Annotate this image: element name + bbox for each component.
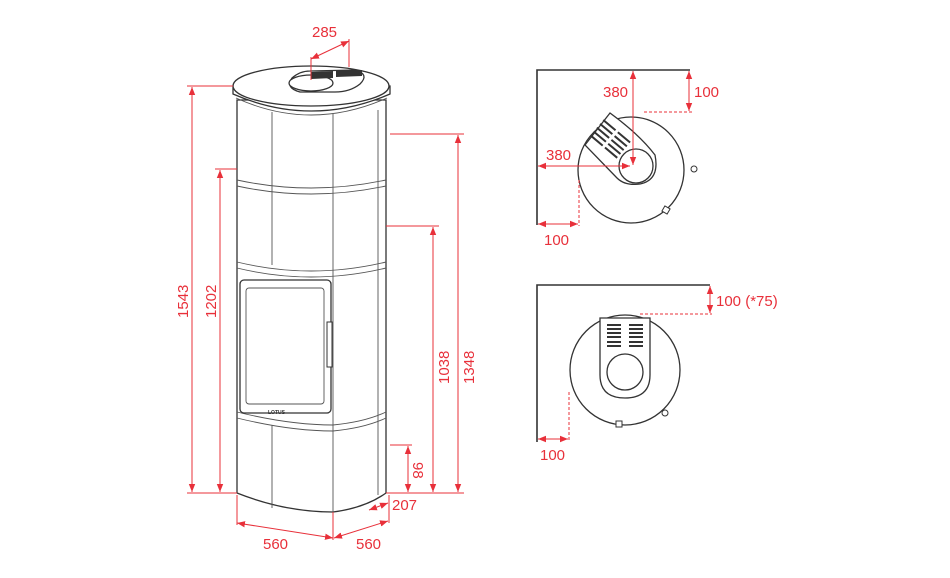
dim-98: 98 <box>409 462 426 479</box>
dim-285: 285 <box>312 24 337 41</box>
stove-front-view: LOTUS <box>232 65 391 513</box>
wall-corner <box>536 69 690 225</box>
dim-1202: 1202 <box>203 285 220 318</box>
front-dimensions: 285 1543 1202 1348 1038 98 207 560 <box>175 24 478 553</box>
dim-207: 207 <box>392 497 417 514</box>
dim-1543: 1543 <box>175 285 192 318</box>
dim-560-right: 560 <box>356 536 381 553</box>
stove-door <box>239 279 332 414</box>
dim-100-75-rear: 100 (*75) <box>716 293 778 310</box>
dim-100-side: 100 <box>544 232 569 249</box>
dim-1348: 1348 <box>461 351 478 384</box>
dim-380-side: 380 <box>546 147 571 164</box>
door-handle <box>326 321 333 368</box>
dim-380-rear: 380 <box>603 84 628 101</box>
dim-100-side-bottom: 100 <box>540 447 565 464</box>
dim-560-left: 560 <box>263 536 288 553</box>
plan-view-corner-top: 380 380 100 100 <box>536 69 719 249</box>
flue-outlet <box>606 353 644 391</box>
wall-corner <box>536 284 710 442</box>
brand-logo: LOTUS <box>268 410 286 416</box>
dim-100-rear: 100 <box>694 84 719 101</box>
dim-1038: 1038 <box>436 351 453 384</box>
plan-view-corner-bottom: 100 (*75) 100 <box>536 284 778 464</box>
